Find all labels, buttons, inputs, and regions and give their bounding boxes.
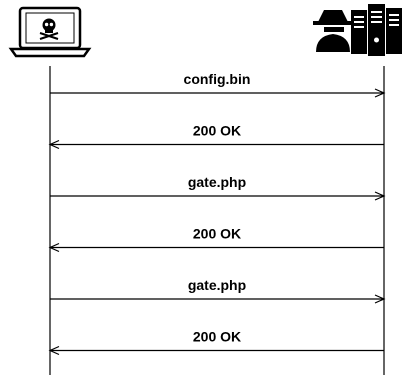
- arrowhead-left: [48, 139, 60, 150]
- attacker-server-icon: [313, 4, 402, 56]
- message-6: 200 OK: [48, 329, 384, 356]
- arrowhead-left: [48, 242, 60, 253]
- message-label: 200 OK: [193, 329, 241, 345]
- message-label: 200 OK: [193, 226, 241, 242]
- message-label: 200 OK: [193, 123, 241, 139]
- arrowhead-left: [48, 345, 60, 356]
- message-4: 200 OK: [48, 226, 384, 253]
- message-2: 200 OK: [48, 123, 384, 150]
- message-1: config.bin: [50, 71, 386, 98]
- message-3: gate.php: [50, 174, 386, 201]
- message-5: gate.php: [50, 277, 386, 304]
- arrowhead-right: [374, 294, 386, 304]
- message-label: gate.php: [188, 277, 246, 293]
- arrowhead-right: [374, 88, 386, 98]
- message-label: config.bin: [184, 71, 251, 87]
- infected-laptop-icon: [8, 6, 92, 58]
- message-label: gate.php: [188, 174, 246, 190]
- arrowhead-right: [374, 191, 386, 201]
